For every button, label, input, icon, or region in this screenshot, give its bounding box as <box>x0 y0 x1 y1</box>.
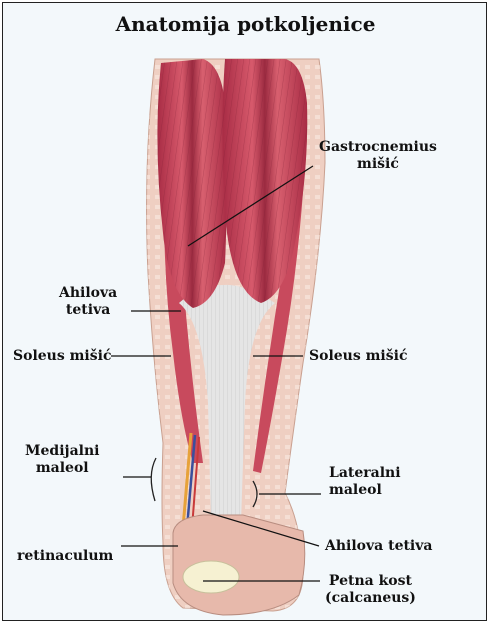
anatomy-figure: Anatomija potkoljenice Gastrocnemius miš… <box>2 2 487 621</box>
calcaneus-bone <box>183 561 239 593</box>
label-petna-kost: Petna kost (calcaneus) <box>325 573 416 607</box>
label-lateralni-maleol: Lateralni maleol <box>329 465 401 499</box>
heel-structure <box>173 515 305 615</box>
label-medijalni-maleol: Medijalni maleol <box>25 443 99 477</box>
label-ahilova-tetiva-upper: Ahilova tetiva <box>59 285 117 319</box>
label-gastrocnemius: Gastrocnemius mišić <box>319 139 437 173</box>
label-ahilova-tetiva-lower: Ahilova tetiva <box>325 538 432 555</box>
figure-title: Anatomija potkoljenice <box>3 12 487 36</box>
label-soleus-right: Soleus mišić <box>309 348 407 365</box>
label-soleus-left: Soleus mišić <box>13 348 111 365</box>
label-retinaculum: retinaculum <box>17 548 113 565</box>
